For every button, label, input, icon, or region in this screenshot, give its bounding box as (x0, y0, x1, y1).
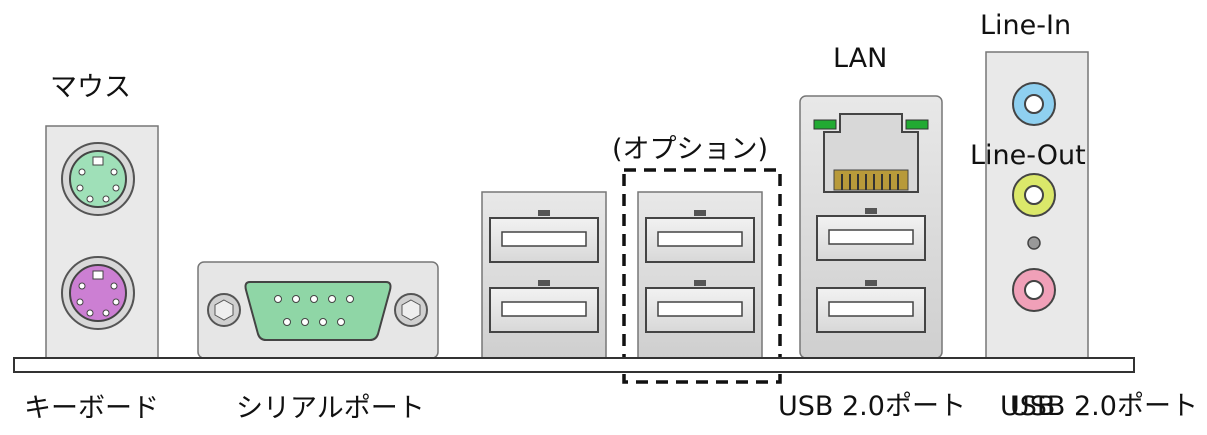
ps2-column (45, 125, 159, 359)
label-keyboard: キーボード (24, 393, 159, 424)
mic-jack (1012, 268, 1056, 312)
lan-usb-stack (799, 95, 943, 359)
serial-port (197, 261, 439, 359)
io-shield-baseplate (13, 357, 1135, 373)
label-usb20-port-a: USB 2.0ポート (778, 391, 966, 422)
label-serial-port: シリアルポート (236, 393, 425, 424)
label-line-out: Line-Out (970, 140, 1086, 171)
label-usb20-port-b: USB 2.0ポート (1010, 391, 1198, 422)
ps2-keyboard-port (61, 256, 135, 330)
line-in-jack (1012, 82, 1056, 126)
usb-stack-optional (622, 168, 782, 384)
audio-column (985, 51, 1089, 359)
led-dot (1027, 236, 1041, 250)
label-mouse: マウス (50, 72, 131, 103)
usb-stack-1 (481, 191, 607, 359)
label-line-in: Line-In (980, 10, 1072, 41)
line-out-jack (1012, 173, 1056, 217)
label-usb-overlap: USB (1000, 391, 1056, 422)
optional-dashed-outline (622, 168, 782, 384)
label-optional: (オプション) (612, 134, 769, 165)
label-lan: LAN (833, 43, 888, 74)
ps2-mouse-port (61, 142, 135, 216)
